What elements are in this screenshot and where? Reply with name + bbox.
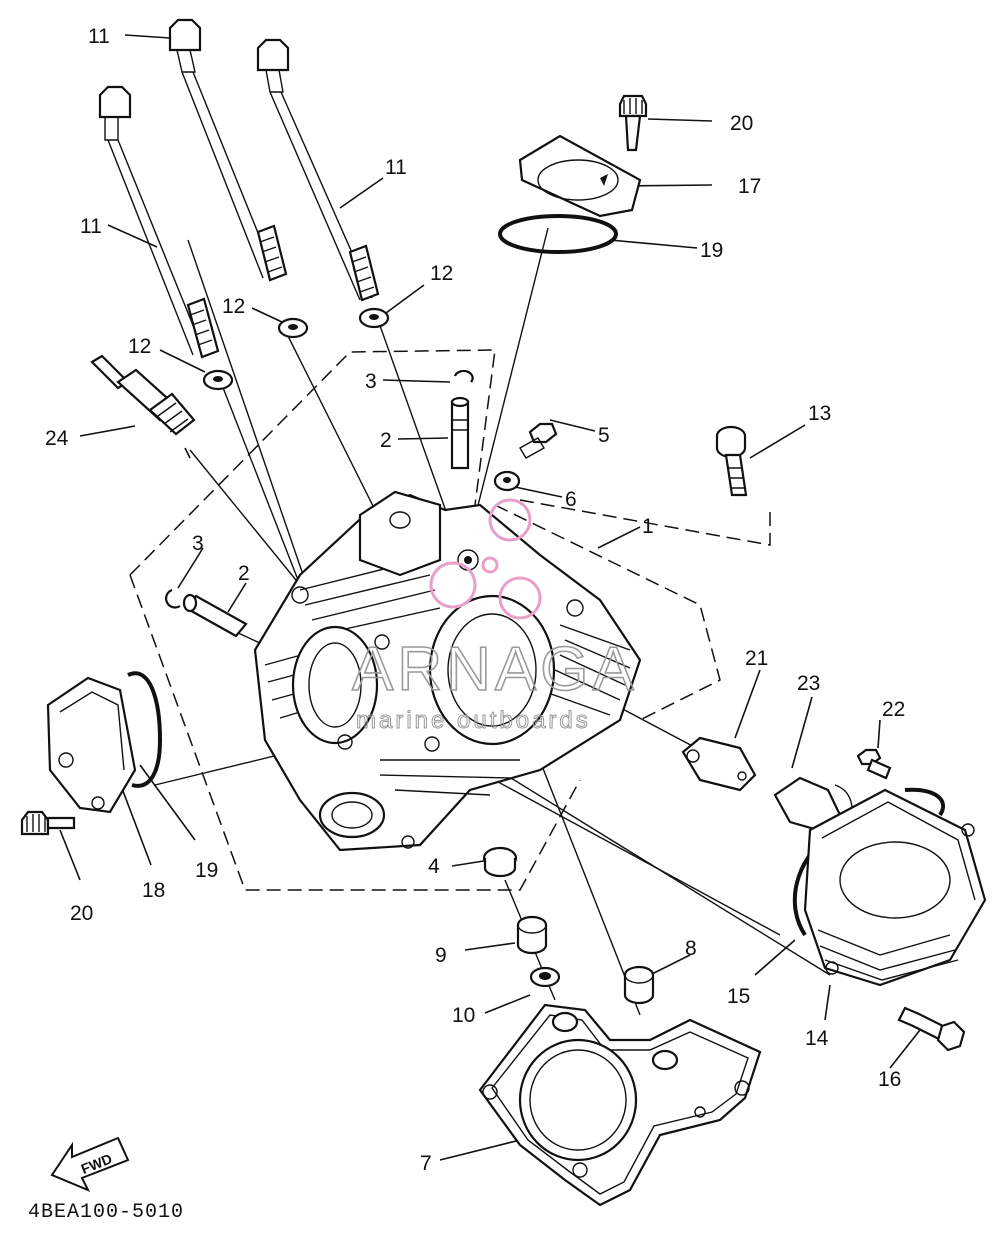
callout-8: 8 (685, 937, 697, 960)
callout-19: 19 (700, 239, 723, 262)
callout-4: 4 (428, 855, 440, 878)
callout-9: 9 (435, 944, 447, 967)
callout-24: 24 (45, 427, 69, 450)
valve-guide-2-left (182, 593, 248, 638)
callout-1: 1 (642, 515, 654, 538)
callout-20: 20 (70, 902, 93, 925)
washer-12-c (202, 369, 234, 391)
washer-12-b (358, 307, 390, 329)
watermark: ARNAGA marine outboards (351, 498, 638, 735)
tappet-cover-14 (803, 788, 987, 987)
cover-17 (518, 134, 642, 218)
head-bolt-11-left (98, 85, 220, 359)
washer-6 (493, 470, 521, 492)
clip-3-upper (453, 369, 474, 383)
o-ring-19-side (127, 671, 163, 788)
callout-11: 11 (80, 215, 102, 238)
callout-2: 2 (380, 429, 392, 452)
callout-3: 3 (192, 532, 204, 555)
cylinder-head-1 (253, 490, 642, 852)
callout-7: 7 (420, 1152, 432, 1175)
forward-arrow: FWD (50, 1136, 130, 1192)
callout-20: 20 (730, 112, 753, 135)
bolt-16 (897, 1006, 966, 1052)
screw-20-top (618, 94, 648, 152)
callouts: 11 11 11 12 12 12 20 17 19 3 2 24 5 6 13… (45, 25, 905, 1175)
dowel-9 (516, 915, 548, 955)
watermark-tagline: marine outboards (356, 707, 591, 734)
dowel-4 (482, 846, 518, 878)
callout-18: 18 (142, 879, 165, 902)
head-bolt-11-right (256, 38, 380, 302)
callout-13: 13 (808, 402, 831, 425)
side-cover-18 (46, 676, 137, 814)
callout-12: 12 (128, 335, 151, 358)
callout-15: 15 (727, 985, 750, 1008)
callout-11: 11 (385, 156, 407, 179)
bolt-22 (856, 748, 892, 780)
clip-3-left (165, 588, 181, 609)
o-ring-10 (529, 966, 561, 988)
bolt-5 (519, 422, 558, 459)
valve-guide-2-upper (450, 396, 470, 470)
callout-5: 5 (598, 424, 610, 447)
screw-20-side (20, 810, 76, 836)
callout-22: 22 (882, 698, 905, 721)
watermark-brand: ARNAGA (352, 635, 638, 704)
head-gasket-7 (478, 1003, 762, 1207)
head-bolt-11-middle (168, 18, 288, 282)
callout-12: 12 (430, 262, 453, 285)
leader-lines (59, 34, 921, 1161)
watermark-logo-icon (429, 498, 542, 620)
diagram-code: 4BEA100-5010 (28, 1201, 184, 1224)
washer-12-a (277, 317, 309, 339)
dowel-8 (623, 965, 655, 1005)
callout-23: 23 (797, 672, 820, 695)
callout-14: 14 (805, 1027, 829, 1050)
callout-17: 17 (738, 175, 761, 198)
callout-10: 10 (452, 1004, 475, 1027)
callout-6: 6 (565, 488, 577, 511)
callout-3: 3 (365, 370, 377, 393)
spark-plug-24 (90, 354, 196, 459)
bolt-13 (715, 425, 748, 497)
callout-2: 2 (238, 562, 250, 585)
callout-16: 16 (878, 1068, 901, 1091)
o-ring-19-top (498, 214, 618, 254)
callout-11: 11 (88, 25, 110, 48)
callout-19: 19 (195, 859, 218, 882)
callout-12: 12 (222, 295, 245, 318)
callout-21: 21 (745, 647, 768, 670)
part-21 (681, 736, 757, 792)
assembly-outline (129, 349, 771, 891)
